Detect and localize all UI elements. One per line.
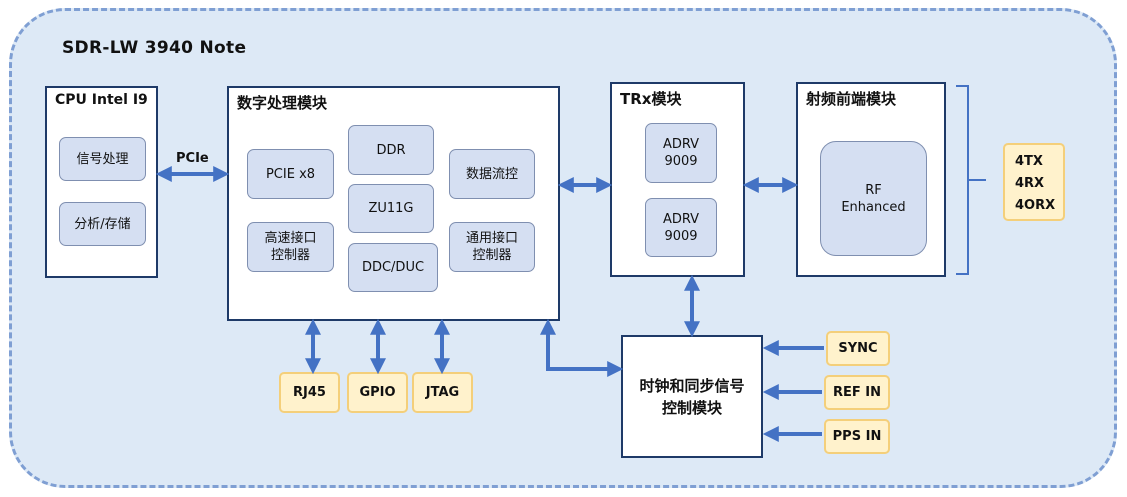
cpu-module-storage: 分析/存储: [59, 202, 146, 246]
rf-module: RF Enhanced: [820, 141, 927, 256]
module-hs-interface: 高速接口 控制器: [247, 222, 334, 272]
rf-port-tx: 4TX: [1015, 154, 1043, 169]
input-ref-in: REF IN: [824, 375, 890, 410]
port-rj45: RJ45: [279, 372, 340, 413]
rf-box: 射频前端模块 RF Enhanced: [796, 82, 946, 277]
module-ddc-duc: DDC/DUC: [348, 243, 438, 292]
cpu-module-signal: 信号处理: [59, 137, 146, 181]
digital-title: 数字处理模块: [237, 94, 328, 112]
module-pcie: PCIE x8: [247, 149, 334, 199]
digital-box: 数字处理模块 PCIE x8 DDR ZU11G DDC/DUC 高速接口 控制…: [227, 86, 560, 321]
rf-title: 射频前端模块: [806, 90, 897, 108]
trx-chip-2: ADRV 9009: [645, 198, 717, 257]
module-ddr: DDR: [348, 125, 434, 175]
trx-title: TRx模块: [620, 90, 682, 108]
rf-port-rx: 4RX: [1015, 176, 1045, 191]
module-zu11g: ZU11G: [348, 184, 434, 233]
clock-title: 时钟和同步信号 控制模块: [639, 376, 745, 417]
input-pps-in: PPS IN: [824, 419, 890, 454]
rf-ports: 4TX 4RX 4ORX: [1003, 143, 1065, 221]
port-jtag: JTAG: [412, 372, 473, 413]
rf-port-orx: 4ORX: [1015, 198, 1056, 213]
module-gp-interface: 通用接口 控制器: [449, 222, 535, 272]
module-dataflow: 数据流控: [449, 149, 535, 199]
input-sync: SYNC: [826, 331, 890, 366]
cpu-box: CPU Intel I9 信号处理 分析/存储: [45, 86, 158, 278]
cpu-title: CPU Intel I9: [55, 92, 148, 108]
arrow-digital-clock: [540, 318, 624, 377]
clock-box: 时钟和同步信号 控制模块: [621, 335, 763, 458]
trx-box: TRx模块 ADRV 9009 ADRV 9009: [610, 82, 745, 277]
pcie-link-label: PCIe: [176, 151, 209, 166]
trx-chip-1: ADRV 9009: [645, 123, 717, 183]
diagram-title: SDR-LW 3940 Note: [62, 38, 247, 58]
port-gpio: GPIO: [347, 372, 408, 413]
rf-ports-brace: [956, 85, 986, 275]
